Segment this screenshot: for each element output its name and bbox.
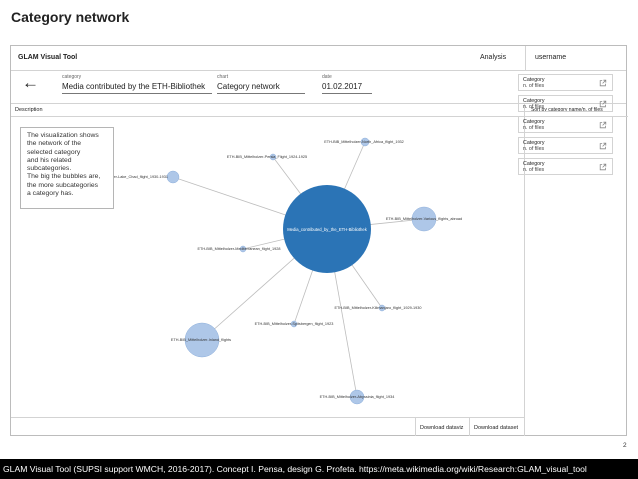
network-node[interactable] [184, 322, 220, 358]
network-node[interactable] [269, 153, 277, 161]
category-files: n. of files [523, 125, 545, 131]
list-item[interactable]: Category n. of files [518, 116, 613, 133]
network-labels: Media_contributed_by_the_ETH-BibliothekE… [80, 140, 462, 399]
network-node[interactable] [411, 206, 437, 232]
description-line: the network of the [27, 140, 82, 148]
username-label: username [535, 54, 567, 61]
network-node[interactable] [166, 170, 180, 184]
slide-footer: GLAM Visual Tool (SUPSI support WMCH, 20… [0, 459, 638, 479]
app-window: GLAM Visual Tool Analysis username ← cat… [10, 45, 628, 436]
network-node[interactable] [239, 245, 247, 253]
network-node-label: ETH-BIB_Mittelholzer-Lake_Chad_flight_19… [80, 175, 168, 179]
network-node-label: ETH-BIB_Mittelholzer-Persia_Flight_1924-… [227, 155, 307, 159]
download-dataset-button[interactable]: Download dataset [469, 418, 522, 436]
network-node-label: ETH-BIB_Mittelholzer-Abyssinia_flight_19… [320, 395, 395, 399]
app-header: GLAM Visual Tool Analysis username [11, 46, 626, 71]
download-dataviz-button[interactable]: Download dataviz [415, 418, 467, 436]
network-node[interactable] [378, 304, 386, 312]
network-node[interactable] [290, 320, 298, 328]
network-node-label: ETH-BIB_Mittelholzer-Kilimanjaro_flight_… [335, 306, 422, 310]
description-line: The big the bubbles are, [27, 173, 101, 181]
list-item[interactable]: Category n. of files [518, 158, 613, 175]
date-selector[interactable]: date 01.02.2017 [322, 74, 372, 94]
slide-title: Category network [11, 9, 130, 25]
category-name: Category [523, 161, 545, 167]
external-link-icon[interactable] [599, 163, 607, 171]
category-files: n. of files [523, 167, 545, 173]
description-line: selected category [27, 148, 81, 156]
network-center-node[interactable] [283, 185, 371, 273]
network-edges [172, 141, 425, 398]
description-line: a category has. [27, 190, 74, 198]
chart-selector[interactable]: chart Category network [217, 74, 305, 94]
chart-value[interactable]: Category network [217, 82, 305, 94]
description-box: The visualization shows the network of t… [20, 127, 114, 209]
network-nodes [166, 137, 437, 405]
list-item[interactable]: Category n. of files [518, 74, 613, 91]
network-node-label: ETH-BIB_Mittelholzer-Inland_flights [171, 338, 231, 342]
category-name: Category [523, 77, 545, 83]
external-link-icon[interactable] [599, 142, 607, 150]
controls-bar: ← category Media contributed by the ETH-… [11, 70, 626, 104]
external-link-icon[interactable] [599, 79, 607, 87]
description-line: the more subcategories [27, 181, 99, 189]
category-value[interactable]: Media contributed by the ETH-Bibliothek [62, 82, 212, 94]
user-menu[interactable]: username [525, 46, 628, 70]
network-node-label: ETH-BIB_Mittelholzer-Spitsbergen_flight_… [255, 322, 334, 326]
list-item[interactable]: Category n. of files [518, 137, 613, 154]
arrow-left-icon[interactable]: ← [22, 73, 39, 92]
category-name: Category [523, 140, 545, 146]
category-label: category [62, 74, 82, 80]
category-list: Category n. of files Category n. of file… [518, 74, 613, 179]
category-files: n. of files [523, 146, 545, 152]
description-header: Description [11, 103, 525, 117]
category-selector[interactable]: category Media contributed by the ETH-Bi… [62, 74, 212, 94]
network-node[interactable] [360, 137, 370, 147]
app-title: GLAM Visual Tool [18, 54, 78, 61]
category-files: n. of files [523, 104, 545, 110]
download-bar: Download dataviz Download dataset [11, 417, 525, 436]
external-link-icon[interactable] [599, 121, 607, 129]
description-line: The visualization shows [27, 132, 99, 139]
description-line: subcategories. [27, 165, 72, 173]
date-label: date [322, 74, 332, 80]
network-node-label: ETH-BIB_Mittelholzer-Mediterranean_fligh… [198, 247, 281, 251]
external-link-icon[interactable] [599, 100, 607, 108]
category-name: Category [523, 98, 545, 104]
date-value[interactable]: 01.02.2017 [322, 82, 372, 94]
network-node[interactable] [349, 389, 365, 405]
category-files: n. of files [523, 83, 545, 89]
network-node-label: ETH-BIB_Mittelholzer-Various_flights_abr… [386, 217, 462, 221]
network-node-label: ETH-BIB_Mittelholzer-North_Africa_flight… [324, 140, 404, 144]
nav-analysis-link[interactable]: Analysis [480, 54, 507, 61]
network-graph: Media_contributed_by_the_ETH-BibliothekE… [80, 137, 462, 405]
description-title: Description [15, 107, 43, 113]
list-item[interactable]: Category n. of files [518, 95, 613, 112]
sort-label: Sort by category name/n. of files [531, 107, 603, 113]
page-number: 2 [623, 442, 627, 449]
category-name: Category [523, 119, 545, 125]
chart-label: chart [217, 74, 229, 80]
network-center-label: Media_contributed_by_the_ETH-Bibliothek [287, 227, 368, 232]
description-line: and his related [27, 156, 72, 164]
